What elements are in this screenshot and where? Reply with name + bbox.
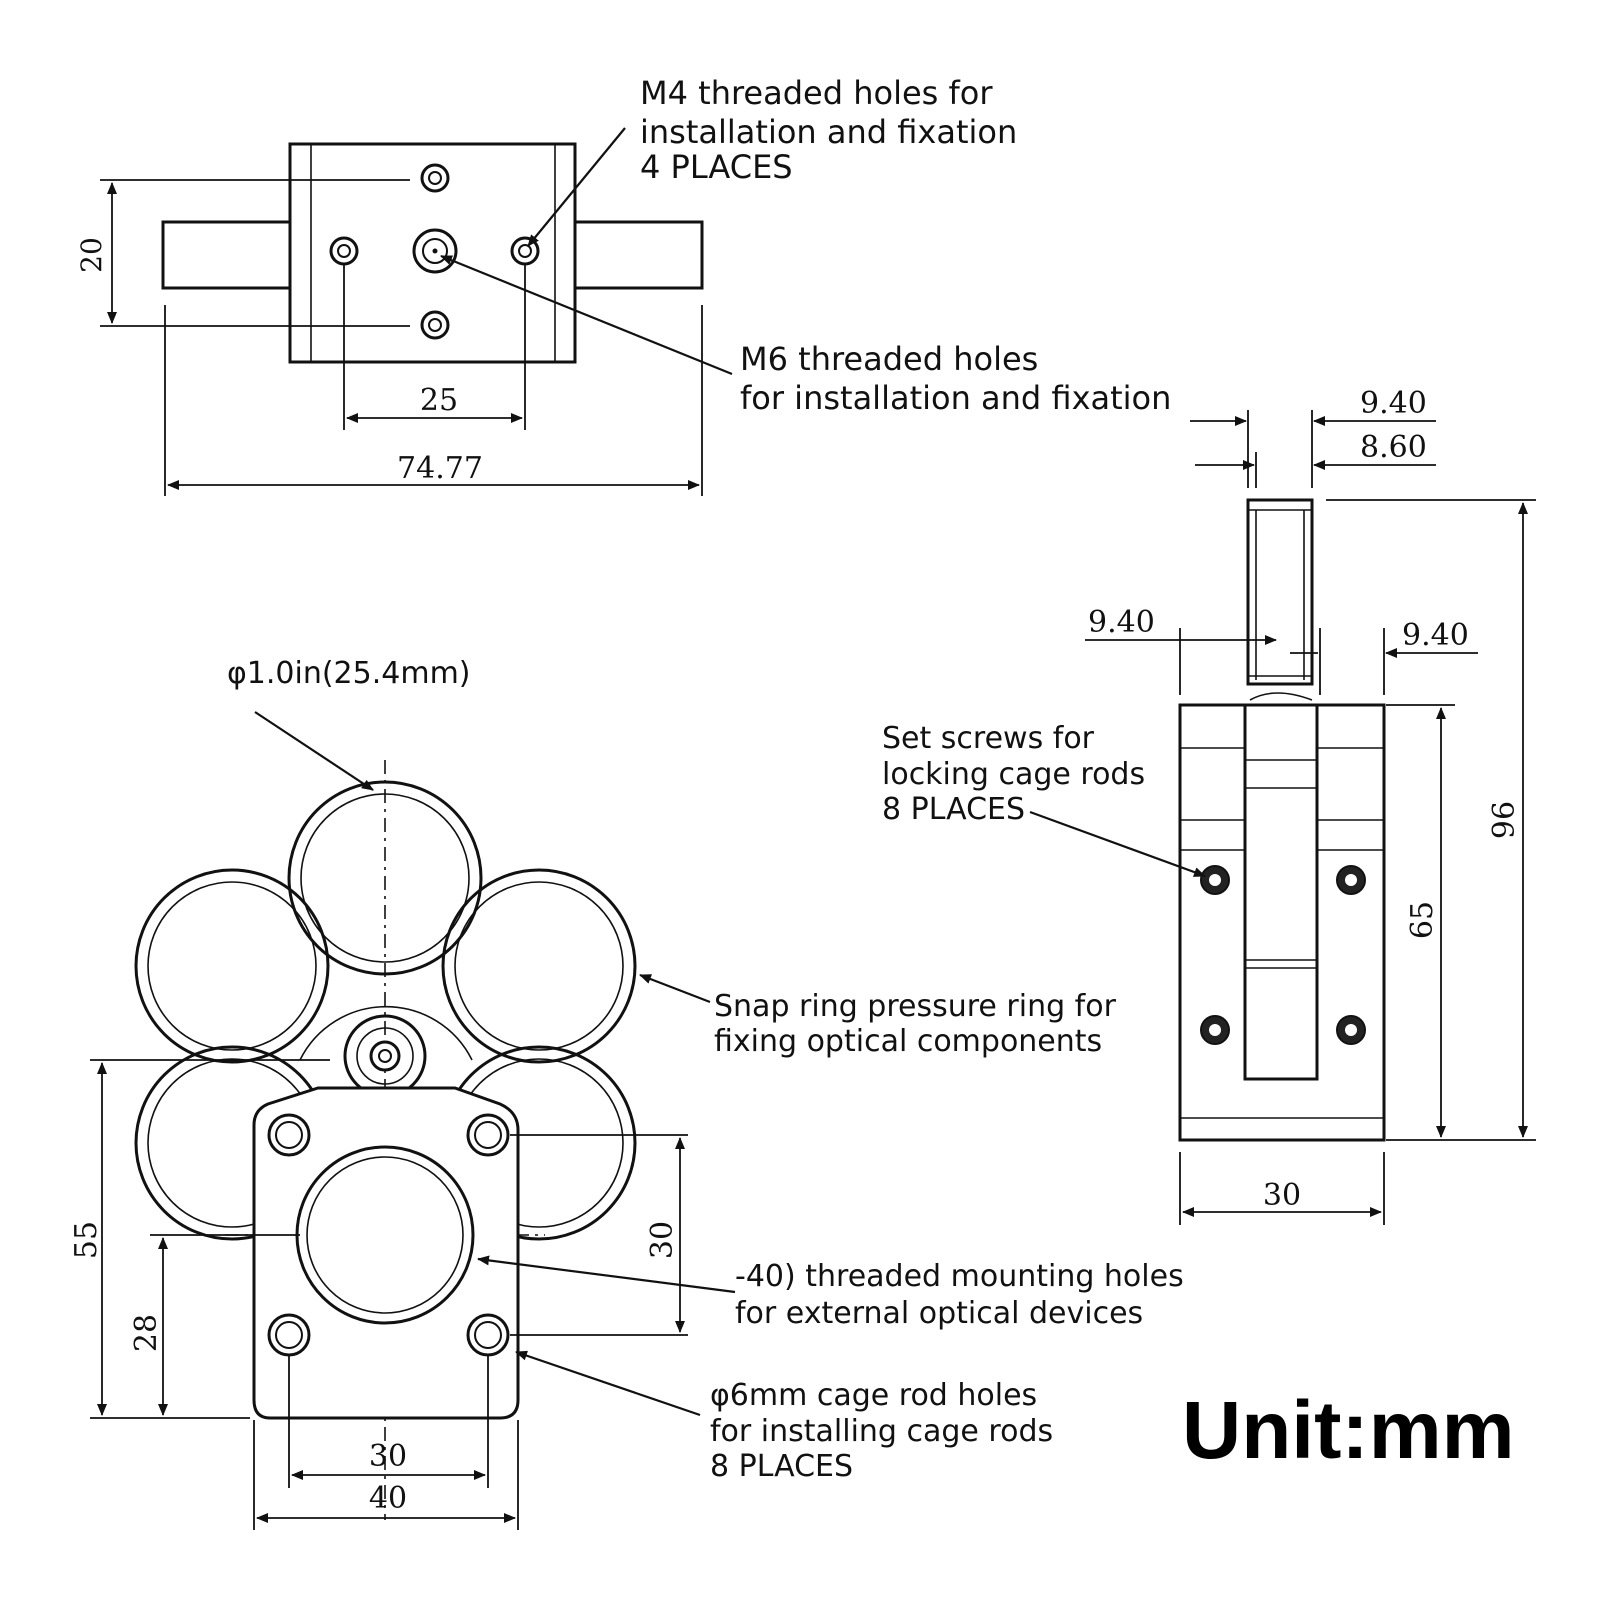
dim-9-40-left: 9.40: [1088, 605, 1155, 640]
filter-slot-top: [287, 780, 483, 976]
dim-65: 65: [1405, 901, 1440, 939]
set-screw-lower-right: [1336, 1015, 1366, 1045]
label-rod-line2: for installing cage rods: [710, 1414, 1053, 1449]
label-m6-line1: M6 threaded holes: [740, 340, 1038, 378]
top-view-right-rod: [573, 220, 704, 290]
side-view: 9.40 8.60 9.40 9.40 96 65 30 Set screws …: [882, 386, 1536, 1225]
dim-20: 20: [75, 237, 108, 273]
dim-9-40-right: 9.40: [1402, 618, 1469, 653]
m6-hole-center: [412, 228, 458, 274]
dim-30-horizontal: 30: [369, 1439, 407, 1474]
label-snap-line2: fixing optical components: [714, 1024, 1102, 1059]
cage-rod-hole-bottom-right: [466, 1313, 510, 1357]
label-mount-line2: for external optical devices: [735, 1296, 1143, 1331]
set-screw-upper-right: [1336, 865, 1366, 895]
label-set-line3: 8 PLACES: [882, 792, 1025, 827]
m4-hole-bottom: [420, 310, 450, 340]
cage-rod-hole-bottom-left: [267, 1313, 311, 1357]
label-mount-line1: -40) threaded mounting holes: [735, 1259, 1184, 1294]
dim-30-vertical: 30: [645, 1221, 680, 1259]
dim-74-77: 74.77: [397, 451, 483, 486]
label-rod-line3: 8 PLACES: [710, 1449, 853, 1484]
top-view: 20 25 74.77 M4 threaded holes for instal…: [75, 74, 1171, 496]
cage-rod-hole-top-right: [466, 1113, 510, 1157]
label-m4-line3: 4 PLACES: [640, 148, 793, 186]
dim-40: 40: [369, 1481, 407, 1516]
dim-96: 96: [1487, 801, 1522, 839]
side-view-wheel-top: [1246, 498, 1314, 686]
top-view-body: [288, 142, 577, 364]
label-set-line1: Set screws for: [882, 721, 1095, 756]
filter-slot-upper-right: [441, 868, 637, 1064]
dim-8-60: 8.60: [1360, 430, 1427, 465]
set-screw-lower-left: [1200, 1015, 1230, 1045]
dim-28: 28: [129, 1314, 164, 1352]
m4-hole-top: [420, 163, 450, 193]
label-set-line2: locking cage rods: [882, 757, 1145, 792]
label-aperture: φ1.0in(25.4mm): [227, 656, 471, 691]
filter-slot-upper-left: [134, 868, 330, 1064]
set-screw-upper-left: [1200, 865, 1230, 895]
top-view-left-rod: [161, 220, 292, 290]
m4-hole-left: [329, 236, 359, 266]
cage-rod-hole-top-left: [267, 1113, 311, 1157]
label-snap-line1: Snap ring pressure ring for: [714, 989, 1117, 1024]
mounting-plate: [252, 1086, 520, 1420]
label-m6-line2: for installation and fixation: [740, 379, 1171, 417]
label-m4-line1: M4 threaded holes for: [640, 74, 993, 112]
label-rod-line1: φ6mm cage rod holes: [710, 1378, 1037, 1413]
m4-hole-right: [510, 236, 540, 266]
dim-55: 55: [69, 1221, 104, 1259]
side-view-body: [1178, 703, 1386, 1142]
front-view: 55 28 30 30 40 φ1.0in(25.4mm) Snap ring …: [69, 656, 1184, 1530]
dim-25: 25: [420, 383, 458, 418]
label-m4-line2: installation and fixation: [640, 113, 1017, 151]
side-view-wheel-slot: [1243, 703, 1319, 1081]
dim-9-40-top: 9.40: [1360, 386, 1427, 421]
unit-label: Unit:mm: [1182, 1385, 1515, 1476]
dim-30-side: 30: [1263, 1178, 1301, 1213]
